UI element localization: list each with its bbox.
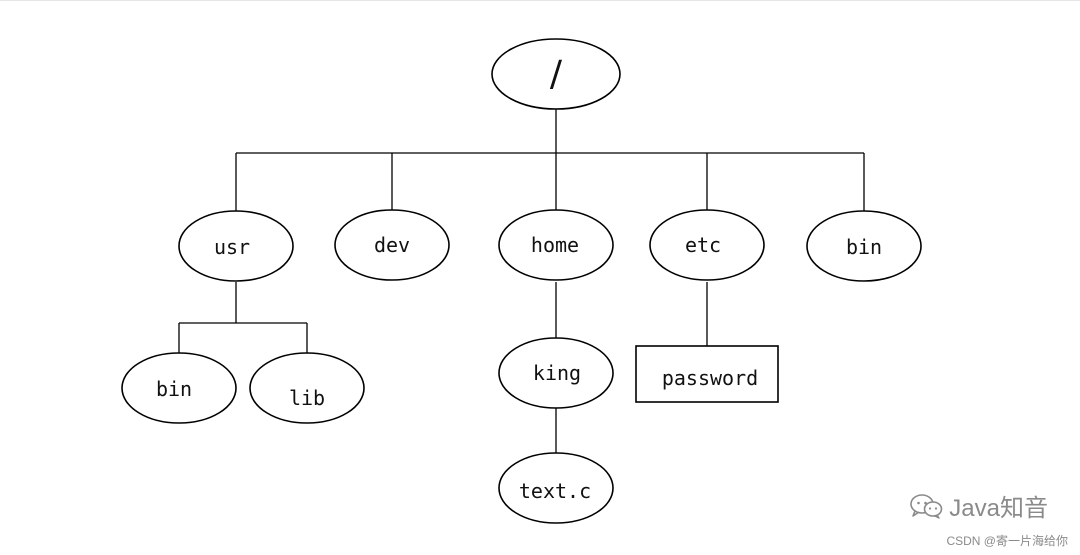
node-usr-ellipse: [178, 210, 294, 282]
node-textc-ellipse: [498, 452, 614, 524]
watermark-credit: CSDN @寄一片海给你: [946, 534, 1068, 548]
node-usr: usr: [178, 210, 294, 282]
node-usr-lib-label: lib: [289, 386, 325, 410]
node-etc-ellipse: [649, 209, 765, 281]
node-king-ellipse: [498, 337, 614, 409]
node-password: password: [635, 345, 779, 403]
node-home-ellipse: [498, 209, 614, 281]
node-root-label: /: [550, 54, 563, 95]
connectors: [178, 108, 865, 453]
node-dev: dev: [334, 209, 450, 281]
watermark: Java知音: [909, 488, 1048, 523]
node-home-label: home: [531, 233, 579, 257]
wechat-icon: [910, 493, 943, 519]
node-etc-label: etc: [685, 233, 721, 257]
node-textc-label: text.c: [519, 479, 591, 503]
node-king-label: king: [533, 361, 581, 385]
node-home: home: [498, 209, 614, 281]
node-bin: bin: [806, 210, 922, 282]
node-usr-label: usr: [214, 235, 250, 259]
node-textc: text.c: [498, 452, 614, 524]
node-password-rect: [635, 345, 779, 403]
node-usr-bin-label: bin: [156, 377, 192, 401]
node-dev-ellipse: [334, 209, 450, 281]
node-root: /: [491, 38, 621, 110]
node-king: king: [498, 337, 614, 409]
top-border: [0, 0, 1080, 1]
node-usr-bin: bin: [121, 352, 237, 424]
node-usr-lib: lib: [249, 352, 365, 424]
node-usr-bin-ellipse: [121, 352, 237, 424]
node-bin-ellipse: [806, 210, 922, 282]
node-dev-label: dev: [374, 233, 410, 257]
node-etc: etc: [649, 209, 765, 281]
node-usr-lib-ellipse: [249, 352, 365, 424]
node-root-ellipse: [491, 38, 621, 110]
node-password-label: password: [662, 366, 758, 390]
node-bin-label: bin: [846, 235, 882, 259]
watermark-brand: Java知音: [949, 495, 1048, 522]
